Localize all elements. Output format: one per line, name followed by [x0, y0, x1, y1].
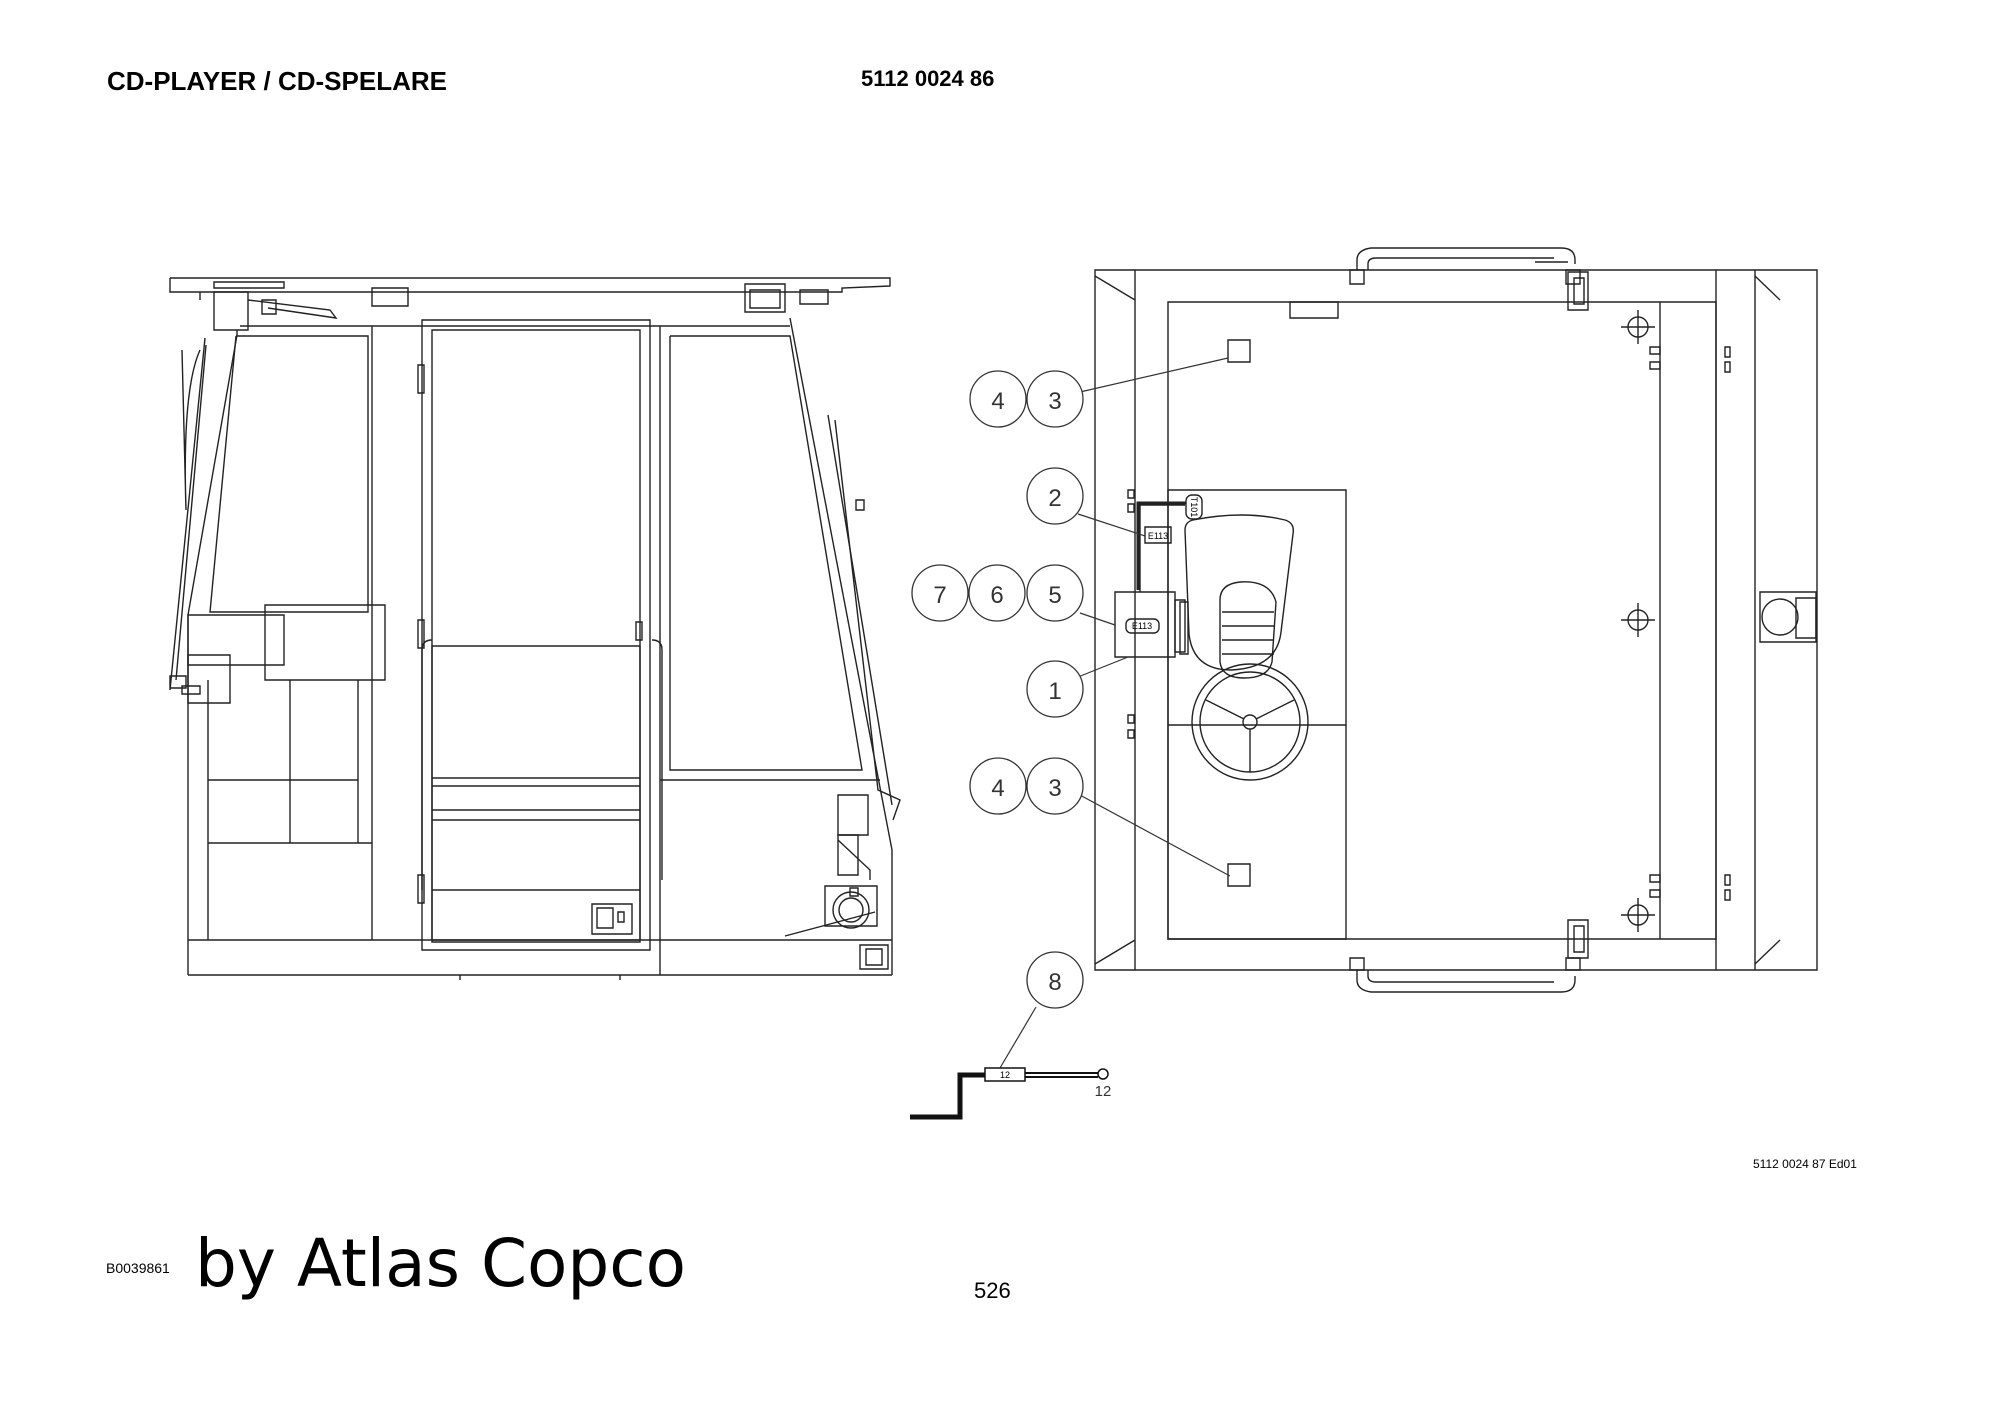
leader-lines [1000, 358, 1230, 1068]
cab-side-view [170, 278, 900, 980]
cable-detail: 12 12 [910, 1068, 1111, 1117]
callout-7 [912, 565, 968, 621]
unit-tag: E113 [1132, 621, 1152, 631]
drawing-number: 5112 0024 87 Ed01 [1753, 1157, 1857, 1171]
cable-tag-2: T101 [1189, 497, 1199, 518]
callout-4-lower [970, 758, 1026, 814]
wire-label: 12 [1000, 1070, 1010, 1080]
callout-label-1: 1 [1048, 678, 1061, 705]
callout-label-4-lower: 4 [991, 775, 1004, 802]
callout-labels: 2 1 3 3 4 4 5 6 7 8 [933, 388, 1061, 996]
callouts [912, 371, 1083, 1008]
callout-3-lower [1027, 758, 1083, 814]
component-tags: E113 E113 T101 [1132, 497, 1199, 631]
callout-2 [1027, 468, 1083, 524]
callout-1 [1027, 661, 1083, 717]
callout-5 [1027, 565, 1083, 621]
callout-4-upper [970, 371, 1026, 427]
callout-6 [969, 565, 1025, 621]
callout-label-8: 8 [1048, 969, 1061, 996]
callout-label-4-upper: 4 [991, 388, 1004, 415]
callout-8 [1027, 952, 1083, 1008]
doc-id: B0039861 [106, 1260, 170, 1276]
part-number: 5112 0024 86 [861, 66, 995, 91]
brand-text: by Atlas Copco [195, 1225, 686, 1302]
cable-tag: E113 [1148, 531, 1168, 541]
page-number: 526 [974, 1278, 1011, 1303]
callout-label-5: 5 [1048, 582, 1061, 609]
callout-label-3-upper: 3 [1048, 388, 1061, 415]
callout-label-3-lower: 3 [1048, 775, 1061, 802]
page-title: CD-PLAYER / CD-SPELARE [107, 66, 447, 96]
wire-label-2: 12 [1095, 1083, 1112, 1100]
callout-label-7: 7 [933, 582, 946, 609]
callout-label-6: 6 [990, 582, 1003, 609]
callout-3-upper [1027, 371, 1083, 427]
callout-label-2: 2 [1048, 485, 1061, 512]
cab-top-view [1095, 248, 1817, 992]
